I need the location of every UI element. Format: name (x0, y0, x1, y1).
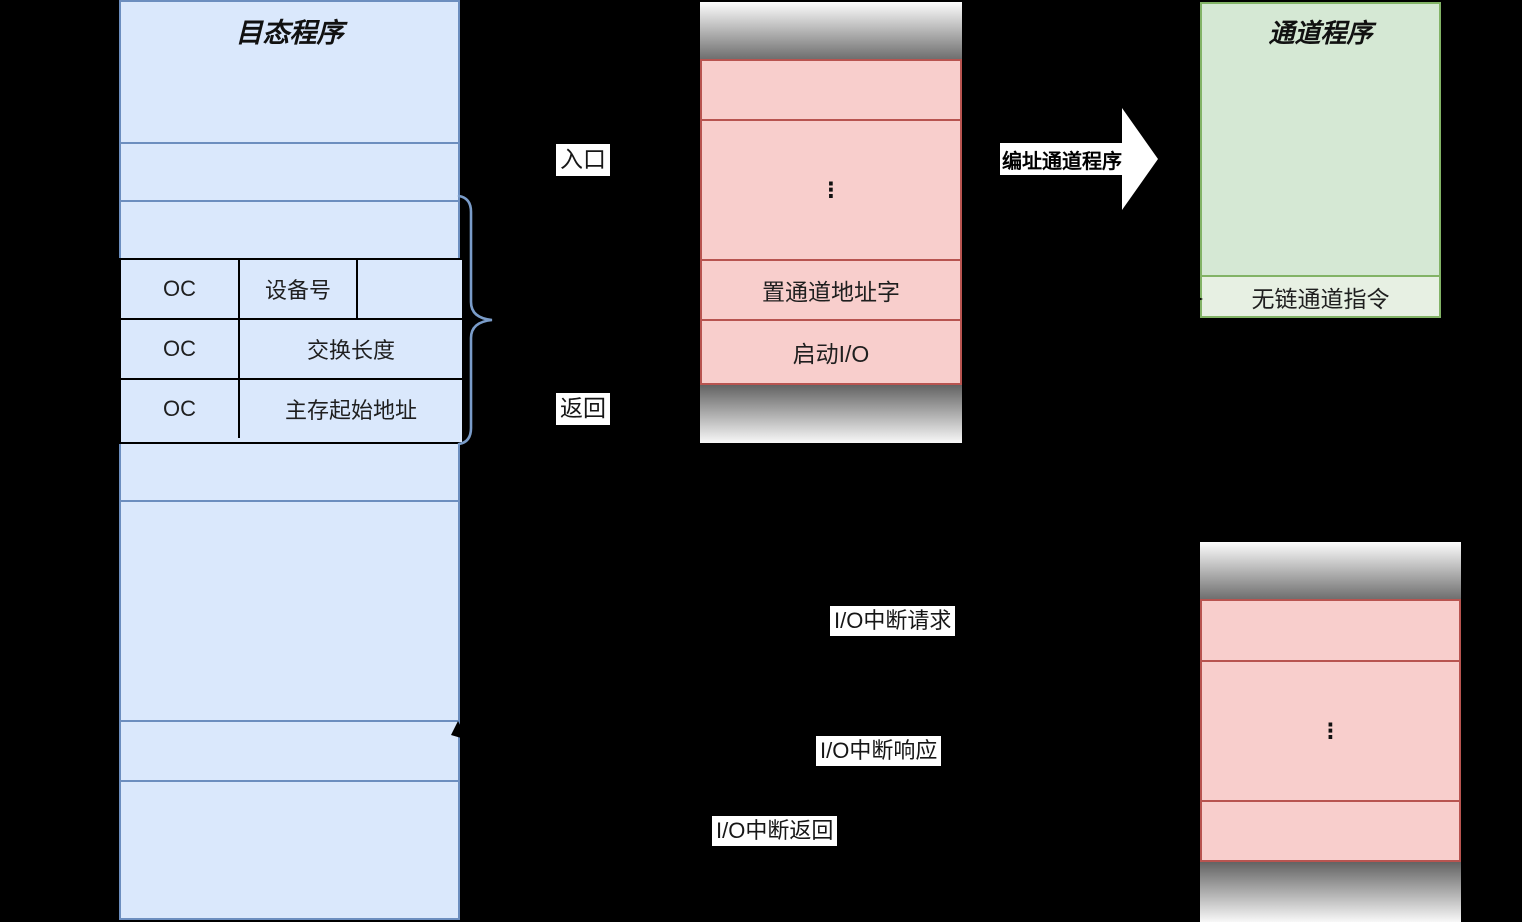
oc-opcode-cell: OC (121, 260, 240, 318)
return-label: 返回 (556, 393, 610, 425)
continuation-band-top (700, 2, 962, 59)
brace (457, 194, 493, 446)
continuation-band-bottom (700, 385, 962, 443)
oc-row-address: OC 主存起始地址 (121, 378, 462, 438)
entry-label: 入口 (556, 144, 610, 176)
set-caw-row: 置通道地址字 (702, 259, 960, 319)
handler-row-empty (1202, 800, 1459, 860)
svc-row-empty (702, 61, 960, 119)
svc-routine-box: ⋮ 置通道地址字 启动I/O (700, 59, 962, 385)
continuation-band-top (1200, 542, 1461, 599)
row-divider (121, 720, 458, 722)
oc-opcode-cell: OC (121, 380, 240, 438)
io-interrupt-response-label: I/O中断响应 (816, 736, 942, 767)
user-program-title: 目态程序 (235, 18, 344, 48)
oc-row-device: OC 设备号 (121, 260, 462, 318)
io-interrupt-return-label: I/O中断返回 (712, 816, 838, 847)
exchange-length-cell: 交换长度 (306, 338, 395, 363)
unchained-channel-instruction-row: 无链通道指令 (1202, 275, 1439, 316)
row-divider (121, 500, 458, 502)
io-interrupt-request-label: I/O中断请求 (830, 606, 956, 637)
user-program-table: 目态程序 OC 设备号 OC 交换长度 OC 主存起始地址 (119, 0, 464, 920)
channel-program-title: 通道程序 (1268, 18, 1373, 48)
row-divider (121, 200, 458, 202)
empty-cell (358, 260, 462, 318)
row-divider (121, 780, 458, 782)
handler-row-empty (1202, 601, 1459, 660)
start-io-row: 启动I/O (702, 319, 960, 383)
handler-row-ellipsis: ⋮ (1202, 660, 1459, 800)
encode-arrow-label: 编址通道程序 (1000, 143, 1124, 175)
svc-row-ellipsis: ⋮ (702, 119, 960, 259)
svc-parameter-block: OC 设备号 OC 交换长度 OC 主存起始地址 (119, 258, 464, 444)
oc-opcode-cell: OC (121, 320, 240, 378)
row-divider (121, 142, 458, 144)
device-number-cell: 设备号 (240, 260, 358, 318)
channel-program-box: 通道程序 无链通道指令 (1200, 2, 1441, 318)
continuation-band-bottom (1200, 862, 1461, 922)
oc-row-length: OC 交换长度 (121, 318, 462, 378)
interrupt-handler-box: ⋮ (1200, 599, 1461, 862)
ellipsis: ⋮ (820, 178, 842, 202)
memory-start-address-cell: 主存起始地址 (284, 398, 417, 423)
ellipsis: ⋮ (1320, 719, 1341, 743)
